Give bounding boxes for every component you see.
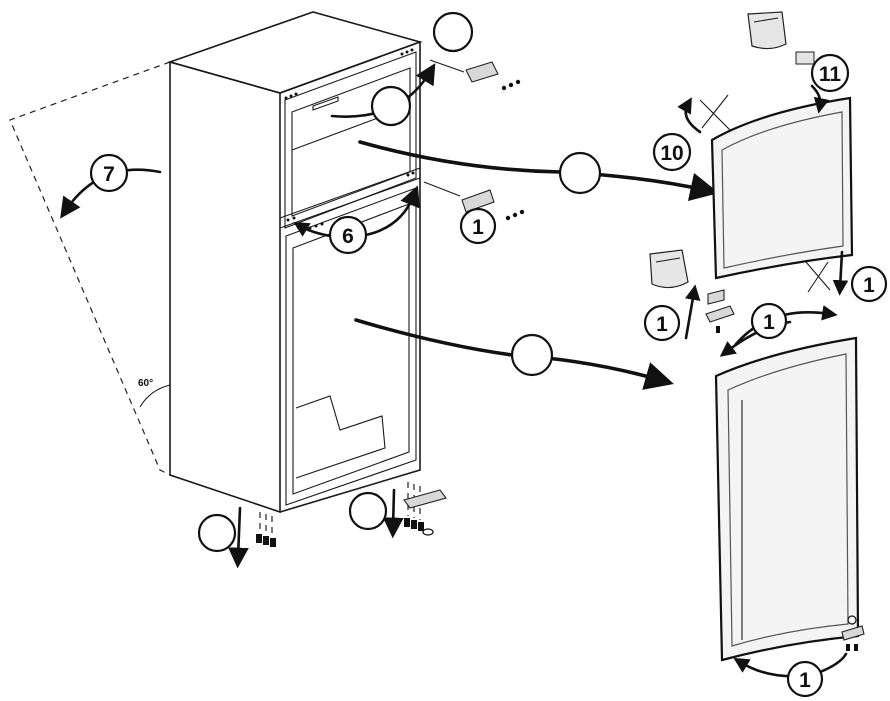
small-screw xyxy=(716,326,720,333)
top-hinge-bracket xyxy=(465,61,499,83)
freezer-compartment xyxy=(284,51,417,229)
callout-step-11: 11 xyxy=(810,53,850,93)
cabinet-left-side xyxy=(169,60,281,514)
callouts: 7 6 1 10 11 1 1 1 xyxy=(89,11,888,698)
callout-freezer-door xyxy=(558,151,602,195)
top-hinge-guide xyxy=(429,59,465,73)
callout-bottom-right xyxy=(348,491,388,531)
callout-step-1-door-bottom: 1 xyxy=(786,660,824,698)
bottom-left-screws xyxy=(228,506,276,569)
middle-hinge-guide xyxy=(423,181,461,197)
svg-text:7: 7 xyxy=(103,163,115,186)
do-not-remove-mark-2 xyxy=(805,261,831,293)
fridge-cabinet xyxy=(167,11,423,514)
door-swing-outline: 60° xyxy=(9,61,171,476)
parts-bag-left-seal xyxy=(655,257,681,263)
freezer-door-panel xyxy=(710,96,854,280)
hinge-holes xyxy=(284,48,415,230)
callout-step-1-door-left: 1 xyxy=(643,304,681,342)
svg-text:1: 1 xyxy=(763,311,775,334)
door-bottom-hinge xyxy=(841,625,865,641)
callout-step-1-door-right: 1 xyxy=(850,265,888,303)
fridge-door-panel xyxy=(714,336,860,662)
callout-freezer-inner xyxy=(370,85,412,127)
callout-bottom-left xyxy=(197,513,237,553)
callout-step-1-door-top: 1 xyxy=(750,302,788,340)
bottom-door-arrow-tail xyxy=(818,652,848,674)
fridge-door-inner xyxy=(727,353,849,647)
callout-top-hinge xyxy=(432,11,474,53)
svg-text:1: 1 xyxy=(799,669,811,692)
middle-hinge-parts xyxy=(423,181,525,221)
svg-text:1: 1 xyxy=(656,313,668,336)
crisper-drawer xyxy=(295,395,386,479)
bottom-right-hinge xyxy=(382,482,447,539)
bottom-right-down-arrow xyxy=(382,488,404,539)
hinge-cap xyxy=(707,289,725,305)
left-up-arrow xyxy=(684,284,701,340)
compartment-divider-top xyxy=(279,167,421,219)
freezer-door-down-arrow xyxy=(832,250,849,296)
door-bottom-pin xyxy=(847,615,857,625)
middle-hinge-arrow xyxy=(358,185,420,238)
bottom-hinge-plate xyxy=(403,489,447,509)
angle-label: 60° xyxy=(138,378,153,389)
svg-text:6: 6 xyxy=(342,225,354,248)
bottom-left-down-arrow xyxy=(228,506,249,569)
parts-bag-icon xyxy=(747,11,787,50)
angle-arc xyxy=(139,384,171,408)
fridge-door-move-arrow xyxy=(354,318,674,390)
top-hinge-parts xyxy=(429,59,521,91)
step-6-arrow xyxy=(293,221,332,238)
fridge-inner-liner xyxy=(292,203,410,495)
door-cover-plug xyxy=(795,51,815,65)
callout-step-10: 10 xyxy=(652,132,692,172)
cabinet-front xyxy=(279,40,421,513)
do-not-remove-mark xyxy=(699,94,731,131)
left-parts-group xyxy=(649,249,735,340)
middle-hinge-bracket xyxy=(461,189,495,213)
step-11-arrow xyxy=(810,84,830,114)
callout-fridge-door xyxy=(510,333,554,377)
freezer-door xyxy=(677,11,854,296)
compartment-divider-bottom xyxy=(279,177,421,229)
callout-step-7: 7 xyxy=(89,153,129,193)
svg-text:10: 10 xyxy=(660,142,683,165)
small-hinge-piece xyxy=(705,305,735,323)
bottom-left-screw-guides xyxy=(259,512,273,536)
callout-step-1-middle-hinge: 1 xyxy=(459,207,497,245)
bottom-hinge-pin xyxy=(422,528,434,536)
parts-bag-left-icon xyxy=(649,249,689,289)
freezer-door-inner xyxy=(721,111,844,269)
svg-text:11: 11 xyxy=(819,63,842,86)
callout-step-6: 6 xyxy=(328,215,368,255)
svg-text:1: 1 xyxy=(472,216,484,239)
parts-bag-seal xyxy=(753,17,779,23)
dashed-open-door xyxy=(9,61,171,476)
svg-text:1: 1 xyxy=(863,274,875,297)
freezer-light-slot xyxy=(312,96,339,111)
fridge-door xyxy=(714,336,865,678)
fridge-compartment xyxy=(285,187,417,506)
cabinet-top xyxy=(167,11,423,94)
step-10-arrow xyxy=(677,97,702,134)
